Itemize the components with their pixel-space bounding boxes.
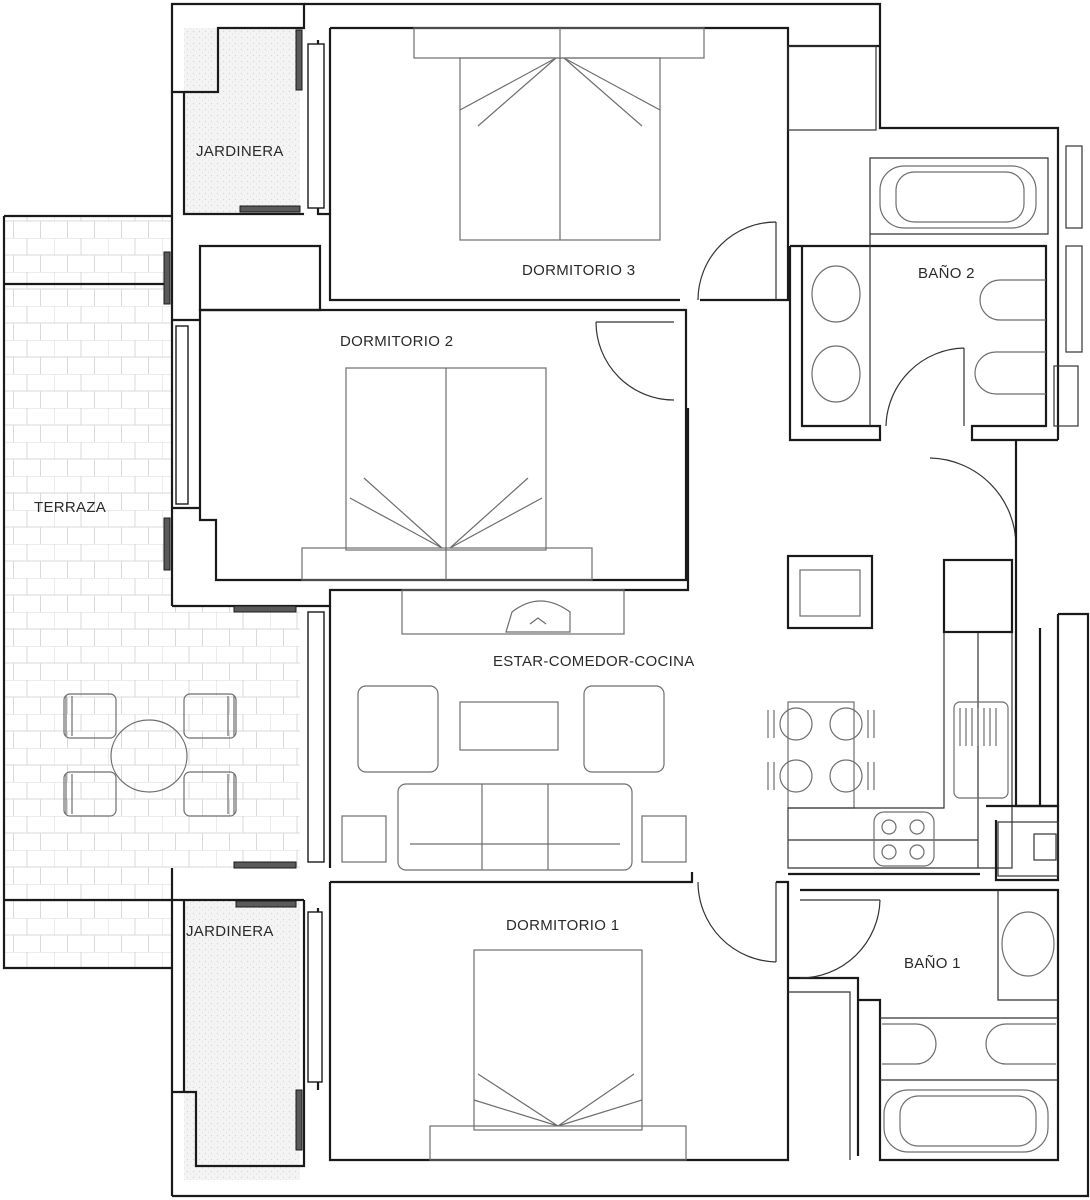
room-dormitorio-3: [307, 26, 880, 302]
room-dormitorio-1: [307, 872, 860, 1162]
label-dormitorio-1: DORMITORIO 1: [506, 917, 619, 934]
dining-set: [767, 701, 875, 809]
label-dormitorio-2: DORMITORIO 2: [340, 333, 453, 350]
planter-top: [170, 2, 306, 216]
planter-bottom: [172, 898, 306, 1180]
room-bano-2: [788, 145, 1083, 442]
label-bano-1: BAÑO 1: [904, 955, 961, 972]
bed-dormitorio-2: [301, 367, 593, 581]
label-terraza: TERRAZA: [34, 499, 106, 516]
label-jardinera-bottom: JARDINERA: [186, 923, 274, 940]
terrace: [2, 214, 300, 970]
label-estar-comedor-cocina: ESTAR-COMEDOR-COCINA: [493, 653, 695, 670]
room-estar-comedor-cocina: [233, 440, 1060, 882]
bed-dormitorio-3: [413, 27, 705, 241]
patio-table-set: [63, 693, 237, 817]
room-bano-1: [788, 872, 1060, 1162]
bed-dormitorio-1: [429, 949, 687, 1161]
label-dormitorio-3: DORMITORIO 3: [522, 262, 635, 279]
label-jardinera-top: JARDINERA: [196, 143, 284, 160]
label-bano-2: BAÑO 2: [918, 265, 975, 282]
